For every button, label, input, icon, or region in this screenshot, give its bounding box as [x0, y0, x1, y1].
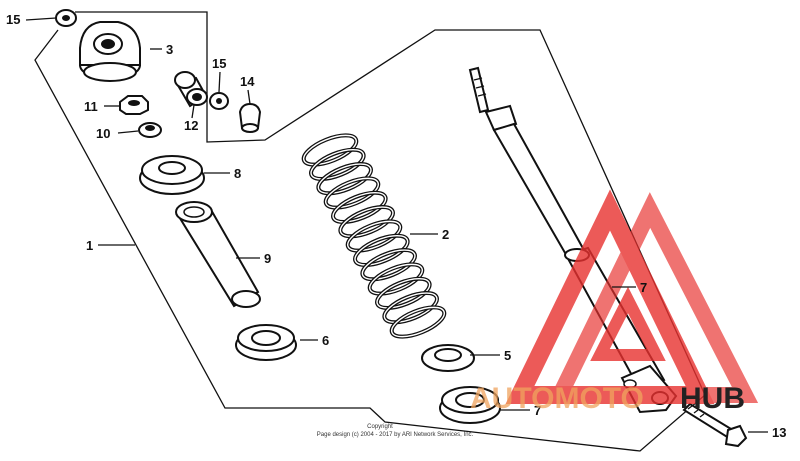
spring-coil-highlight — [361, 249, 416, 280]
nut-part[interactable] — [119, 95, 149, 115]
spring-coil-highlight — [332, 192, 387, 223]
spring-coil-highlight — [391, 306, 445, 338]
spring-coil-highlight — [354, 235, 409, 266]
callout-labels: 15 3 15 14 11 12 10 8 1 9 6 2 5 7 7 13 — [6, 12, 786, 440]
coil-spring-part[interactable] — [300, 129, 448, 342]
lower-cup-part[interactable] — [439, 386, 501, 424]
spring-coil-highlight — [303, 134, 357, 166]
callout-1: 1 — [86, 238, 93, 253]
callout-7-bottom: 7 — [534, 403, 541, 418]
spring-coil-highlight — [317, 163, 372, 194]
callout-13: 13 — [772, 425, 786, 440]
stopper-tube-part[interactable] — [175, 201, 261, 308]
copyright-footer: Copyright Page design (c) 2004 - 2017 by… — [317, 424, 474, 438]
spring-coil-highlight — [369, 263, 423, 295]
upper-mount-part[interactable] — [79, 21, 141, 82]
bolt-part[interactable] — [682, 402, 748, 448]
watermark-hub: HUB — [680, 382, 745, 415]
callout-12: 12 — [184, 118, 198, 133]
callout-9: 9 — [264, 251, 271, 266]
spring-washer-part[interactable] — [421, 344, 475, 372]
washer-part-top-left[interactable] — [55, 9, 77, 27]
callout-15-right: 15 — [212, 56, 226, 71]
callout-10: 10 — [96, 126, 110, 141]
washer-part-right[interactable] — [209, 92, 229, 110]
watermark-text: AUTOMOTO HUB — [470, 382, 745, 415]
spring-coil-highlight — [325, 177, 379, 209]
watermark-auto: AUTOMOTO — [470, 382, 644, 415]
callout-11: 11 — [84, 99, 98, 114]
spring-coil-highlight — [310, 149, 365, 180]
callout-5: 5 — [504, 348, 511, 363]
cap-nut-part[interactable] — [238, 102, 262, 133]
callout-3: 3 — [166, 42, 173, 57]
collar-part[interactable] — [138, 122, 162, 138]
leader-lines — [25, 17, 768, 433]
spring-coil-highlight — [383, 292, 438, 323]
callout-7-damper: 7 — [640, 280, 647, 295]
callout-2: 2 — [442, 227, 449, 242]
spring-coil-highlight — [347, 220, 401, 252]
callout-6: 6 — [322, 333, 329, 348]
bushing-part[interactable] — [174, 71, 208, 108]
callout-15-top: 15 — [6, 12, 20, 27]
watermark-logo-mark — [505, 189, 759, 404]
footer-line-1: Copyright — [367, 424, 393, 430]
spring-seat-part[interactable] — [139, 155, 205, 195]
footer-line-2: Page design (c) 2004 - 2017 by ARI Netwo… — [317, 432, 474, 438]
lower-seat-part[interactable] — [235, 324, 297, 361]
spring-coil-highlight — [339, 206, 394, 237]
spring-coil-highlight — [376, 278, 431, 309]
callout-14: 14 — [240, 74, 255, 89]
callout-8: 8 — [234, 166, 241, 181]
